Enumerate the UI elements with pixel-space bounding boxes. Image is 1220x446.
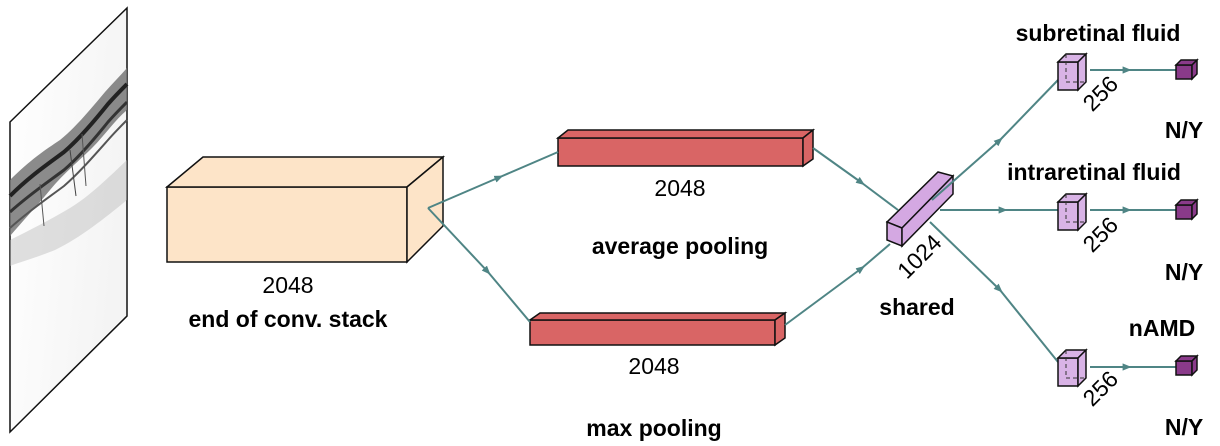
edge-max-to-shared — [861, 243, 891, 269]
head-1-output-side — [1191, 58, 1198, 81]
edge-stack-to-avg — [499, 151, 559, 178]
head-2-output-block — [1174, 198, 1199, 221]
head-1-output: N/Y — [1165, 117, 1203, 143]
head-3-output-side — [1191, 354, 1198, 377]
head-2-block — [1056, 192, 1088, 232]
head-1-side — [1077, 52, 1087, 92]
head-3-output-front — [1175, 360, 1193, 376]
edges — [427, 66, 1178, 371]
conv-stack-top — [164, 156, 446, 188]
head-2-output-front — [1175, 204, 1193, 220]
edge-shared-to-head1 — [999, 79, 1059, 141]
head-1-front — [1057, 61, 1079, 91]
head-3-title: nAMD — [1129, 315, 1195, 341]
head-3-side — [1077, 348, 1087, 388]
avg-pool-dim: 2048 — [654, 175, 705, 201]
head-3-block — [1056, 348, 1088, 388]
max-pool-dim: 2048 — [628, 353, 679, 379]
max-pool-top — [527, 312, 788, 321]
conv-stack-front — [166, 186, 408, 263]
oct-scan-image — [8, 6, 129, 434]
edge-avg-to-shared-arrow — [812, 147, 865, 186]
conv-stack-block — [164, 155, 446, 264]
avg-pool-top — [555, 129, 816, 139]
avg-pool-label: average pooling — [592, 233, 768, 259]
head-3-front — [1057, 357, 1079, 387]
head-3-output: N/Y — [1165, 414, 1203, 440]
avg-pool-block — [555, 128, 816, 168]
head-2-output: N/Y — [1165, 259, 1203, 285]
head-2-side — [1077, 192, 1087, 232]
edge-stack-to-max-arrow — [427, 207, 491, 275]
edge-stack-to-max — [487, 271, 531, 323]
max-pool-side — [774, 311, 786, 347]
max-pool-block — [527, 311, 788, 347]
head-1-output-front — [1175, 64, 1193, 80]
edge-max-to-shared-arrow — [784, 265, 865, 326]
edge-shared-to-head1-arrow — [931, 137, 1003, 201]
head-3-output-block — [1174, 354, 1199, 377]
head-1-output-block — [1174, 58, 1199, 81]
edge-shared-to-head3 — [999, 289, 1059, 363]
edge-avg-to-shared — [861, 182, 899, 211]
head-2-front — [1057, 201, 1079, 231]
avg-pool-side — [802, 128, 814, 168]
edge-stack-to-avg-arrow — [427, 175, 504, 209]
conv-stack-side — [406, 155, 444, 264]
max-pool-front — [529, 319, 776, 346]
edge-shared-to-head3-arrow — [929, 221, 1003, 293]
head-2-title: intraretinal fluid — [1007, 159, 1181, 185]
conv-stack-dim: 2048 — [262, 272, 313, 298]
shared-label: shared — [879, 294, 954, 320]
head-1-title: subretinal fluid — [1016, 20, 1181, 46]
conv-stack-label: end of conv. stack — [189, 306, 388, 332]
head-1-block — [1056, 52, 1088, 92]
head-2-output-side — [1191, 198, 1198, 221]
avg-pool-front — [557, 137, 804, 167]
max-pool-label: max pooling — [586, 415, 721, 441]
